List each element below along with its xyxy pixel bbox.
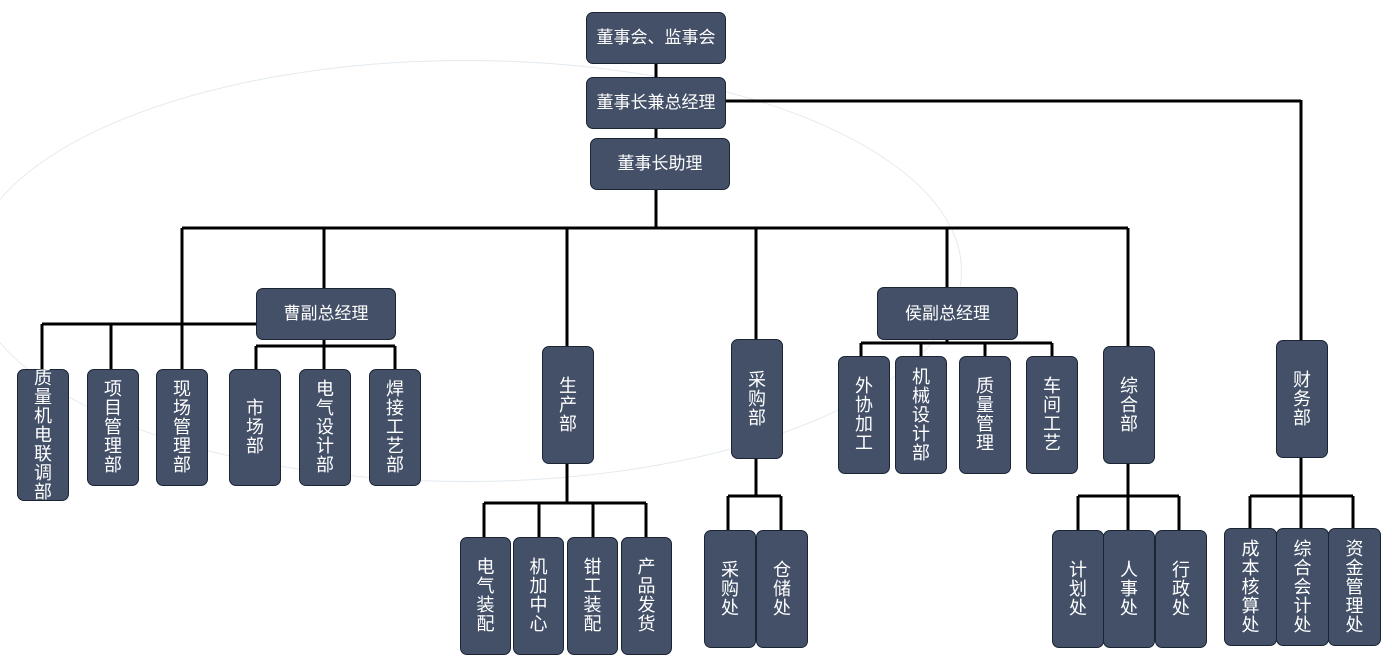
node-label: 钳工装配 xyxy=(583,557,602,635)
node-label: 董事会、监事会 xyxy=(596,28,716,48)
node-finance: 财务部 xyxy=(1276,340,1328,458)
node-label: 质量管理 xyxy=(976,376,994,454)
node-dept: 市场部 xyxy=(229,369,281,486)
node-unit: 综合会计处 xyxy=(1276,528,1329,646)
node-unit: 资金管理处 xyxy=(1328,528,1381,646)
node-label: 电气设计部 xyxy=(316,379,334,476)
node-unit: 电气装配 xyxy=(460,537,511,655)
node-label: 董事长兼总经理 xyxy=(596,93,716,113)
node-label: 机械设计部 xyxy=(912,366,930,464)
node-general: 综合部 xyxy=(1103,346,1155,464)
node-label: 机加中心 xyxy=(529,557,548,635)
node-dept: 现场管理部 xyxy=(156,369,208,486)
node-unit: 人事处 xyxy=(1103,530,1155,648)
node-label: 人事处 xyxy=(1120,559,1138,619)
node-label: 现场管理部 xyxy=(173,379,191,476)
node-label: 采购部 xyxy=(748,369,766,429)
node-vp-hou: 侯副总经理 xyxy=(877,287,1018,340)
node-unit: 钳工装配 xyxy=(567,537,618,655)
node-purchasing: 采购部 xyxy=(731,339,783,459)
node-unit: 仓储处 xyxy=(756,530,808,648)
node-label: 曹副总经理 xyxy=(283,304,369,324)
node-label: 生产部 xyxy=(559,375,577,435)
node-label: 综合部 xyxy=(1120,375,1138,435)
node-label: 产品发货 xyxy=(637,557,656,635)
node-dept: 外协加工 xyxy=(838,356,890,474)
node-dept: 车间工艺 xyxy=(1026,356,1078,474)
node-label: 采购处 xyxy=(721,559,739,619)
node-label: 董事长助理 xyxy=(617,154,703,174)
node-chairman: 董事长兼总经理 xyxy=(586,77,726,129)
node-label: 资金管理处 xyxy=(1345,538,1364,636)
node-label: 行政处 xyxy=(1172,559,1190,619)
node-label: 仓储处 xyxy=(773,559,791,619)
node-assistant: 董事长助理 xyxy=(590,138,730,190)
node-board: 董事会、监事会 xyxy=(586,12,726,64)
node-dept: 项目管理部 xyxy=(87,369,139,486)
node-dept: 质量管理 xyxy=(959,356,1011,474)
node-label: 项目管理部 xyxy=(104,379,122,476)
node-label: 市场部 xyxy=(246,398,264,457)
node-label: 成本核算处 xyxy=(1241,538,1260,636)
node-label: 车间工艺 xyxy=(1043,376,1061,454)
node-dept: 焊接工艺部 xyxy=(369,369,421,486)
node-label: 电气装配 xyxy=(476,557,495,635)
node-label: 计划处 xyxy=(1069,559,1087,619)
node-unit: 计划处 xyxy=(1052,530,1104,648)
node-label: 财务部 xyxy=(1293,369,1311,429)
node-dept: 电气设计部 xyxy=(299,369,351,486)
node-production: 生产部 xyxy=(542,346,594,464)
node-unit: 采购处 xyxy=(704,530,756,648)
background-ellipse xyxy=(0,60,962,482)
node-unit: 行政处 xyxy=(1155,530,1207,648)
node-vp-cao: 曹副总经理 xyxy=(256,288,396,340)
node-label: 外协加工 xyxy=(855,376,873,454)
node-unit: 机加中心 xyxy=(513,537,564,655)
node-label: 焊接工艺部 xyxy=(386,379,404,476)
node-label: 侯副总经理 xyxy=(905,303,990,324)
node-dept: 质量机电联调部 xyxy=(17,367,69,503)
node-label: 质量机电联调部 xyxy=(34,367,52,503)
node-unit: 成本核算处 xyxy=(1224,528,1277,646)
node-dept: 机械设计部 xyxy=(895,356,947,474)
node-label: 综合会计处 xyxy=(1293,538,1312,636)
node-unit: 产品发货 xyxy=(621,537,672,655)
